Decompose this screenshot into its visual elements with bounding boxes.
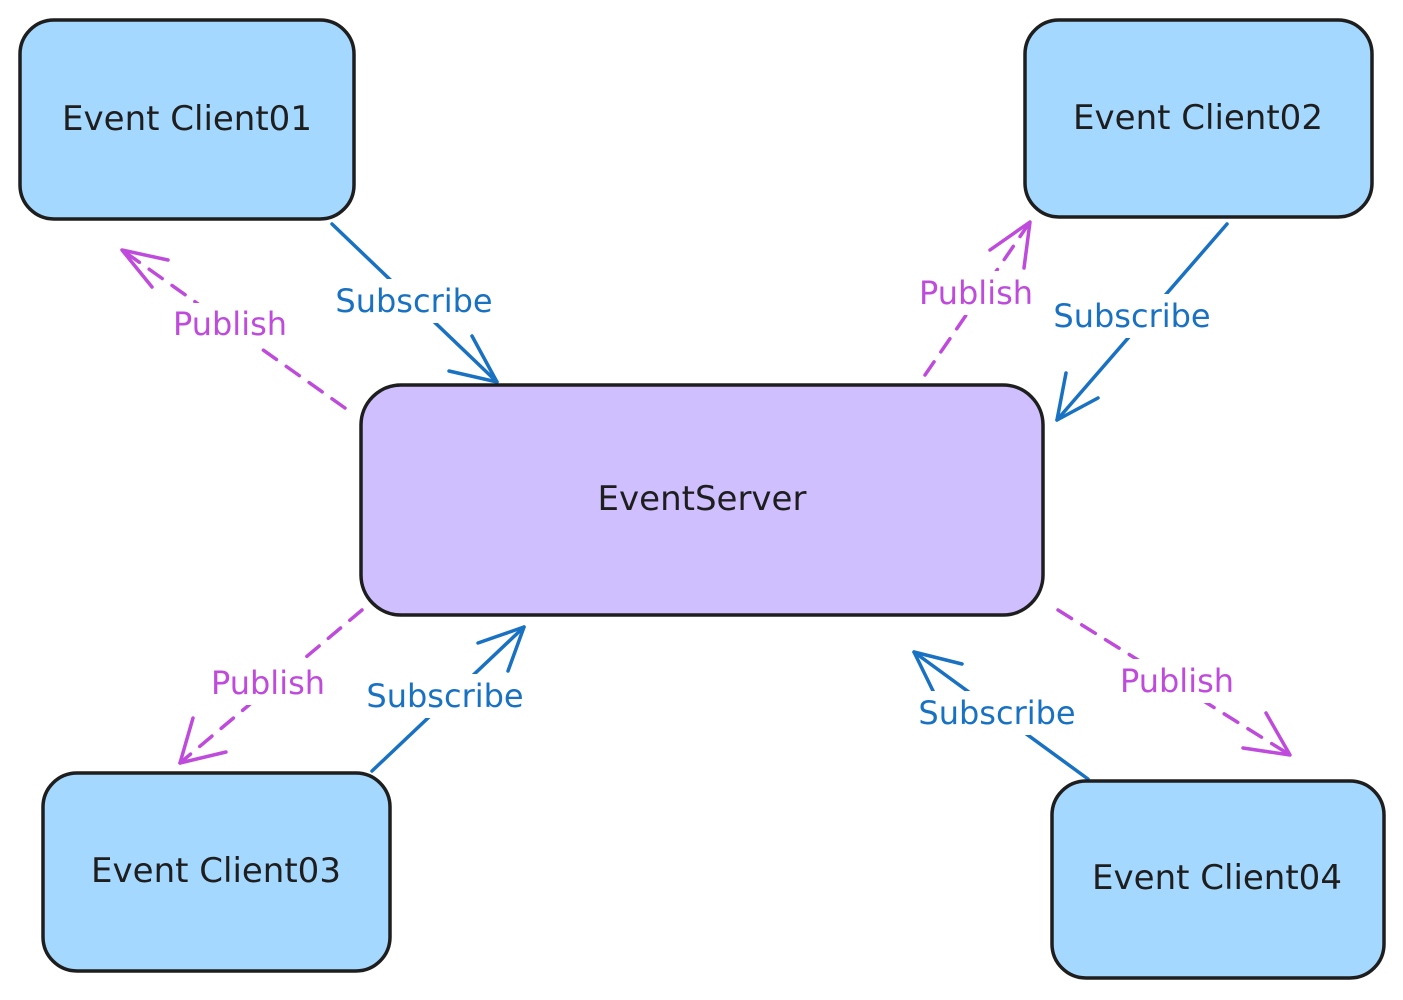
node-client02-label: Event Client02: [1073, 98, 1323, 138]
edge-c2-publish-arrowhead: [988, 220, 1032, 270]
edge-c4-publish-label: Publish: [1120, 662, 1234, 700]
node-client01[interactable]: Event Client01: [18, 18, 356, 221]
edge-c1-publish-arrowhead: [120, 248, 170, 289]
edge-c3-publish-label-bg: [200, 661, 338, 705]
node-client02-box: [1023, 18, 1374, 219]
edge-c1-subscribe-label-bg: [322, 279, 506, 323]
edge-c3-subscribe-label: Subscribe: [366, 677, 523, 715]
node-client03-box: [41, 771, 392, 973]
edge-c2-subscribe-label-bg: [1040, 294, 1224, 338]
edge-c2-subscribe-label: Subscribe: [1053, 297, 1210, 335]
edge-c3-publish-arrowhead: [178, 716, 228, 765]
node-client01-label: Event Client01: [62, 99, 312, 139]
node-client03[interactable]: Event Client03: [41, 771, 392, 973]
edge-c3-subscribe-arrowhead: [476, 625, 526, 673]
edge-c1-publish-label: Publish: [173, 305, 287, 343]
node-client04-box: [1050, 779, 1386, 980]
edge-c1-publish-label-bg: [160, 303, 300, 345]
node-client01-box: [18, 18, 356, 221]
edge-c1-subscribe-arrowhead: [447, 334, 499, 384]
edge-c4-publish-arrowhead: [1241, 711, 1292, 757]
node-client04[interactable]: Event Client04: [1050, 779, 1386, 980]
edge-c3-subscribe-label-bg: [352, 674, 538, 718]
node-server[interactable]: EventServer: [359, 383, 1045, 617]
edge-c4-subscribe-label-bg: [904, 691, 1090, 735]
node-server-box: [359, 383, 1045, 617]
edge-c4-publish-label-bg: [1107, 659, 1247, 703]
edge-c1-subscribe-label: Subscribe: [335, 282, 492, 320]
node-client04-label: Event Client04: [1092, 858, 1342, 898]
edge-c2-subscribe-arrowhead: [1055, 371, 1100, 422]
edge-c4-subscribe-label: Subscribe: [918, 694, 1075, 732]
edge-c3-publish-label: Publish: [211, 664, 325, 702]
edge-c2-publish-label: Publish: [919, 274, 1033, 312]
edge-c1-publish-line: [120, 248, 347, 410]
edge-c2-publish-label-bg: [908, 271, 1046, 315]
edge-c4-publish: [1056, 608, 1292, 757]
edge-c4-publish-line: [1056, 608, 1292, 757]
node-client03-label: Event Client03: [91, 851, 341, 891]
node-client02[interactable]: Event Client02: [1023, 18, 1374, 219]
node-server-label: EventServer: [598, 479, 807, 519]
edge-c1-publish: [120, 248, 347, 410]
edge-c4-subscribe-arrowhead: [912, 650, 964, 699]
